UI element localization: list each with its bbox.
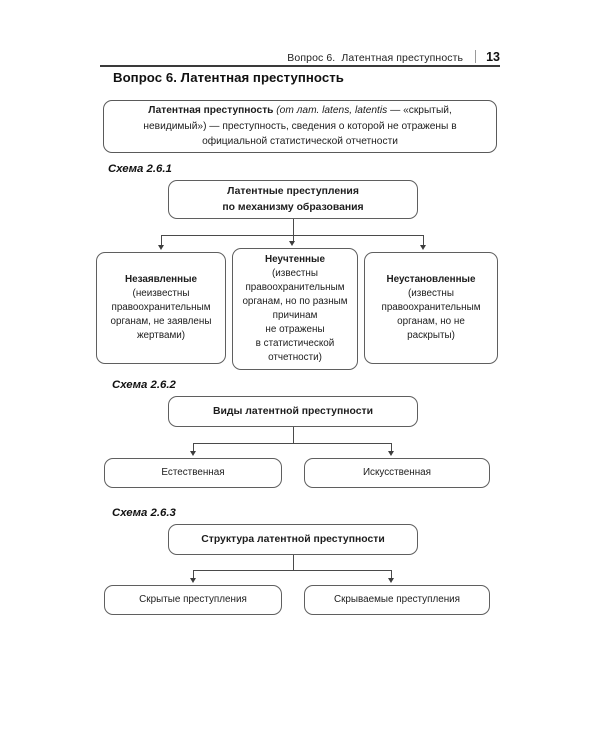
definition-term: Латентная преступность (148, 105, 274, 117)
node-263-root-label: Структура латентной преступности (201, 533, 385, 545)
node-261-neuchtennye-label: Неучтенные (известны правоохранительным о… (242, 253, 347, 366)
node-263-skrytye: Скрытые преступления (104, 585, 282, 615)
node-261-neustanovlennye-title: Неустановленные (386, 273, 476, 285)
scheme-caption-261: Схема 2.6.1 (108, 163, 172, 175)
scheme-caption-262: Схема 2.6.2 (112, 379, 176, 391)
arrow-261-left (157, 245, 164, 250)
running-header: Вопрос 6. Латентная преступность 13 (100, 42, 500, 64)
connector-263-bus (193, 570, 392, 572)
connector-263-drop-right (391, 570, 393, 579)
node-263-root: Структура латентной преступности (168, 524, 418, 555)
page-number: 13 (486, 50, 500, 64)
node-262-estestvennaya-label: Естественная (161, 466, 225, 478)
node-261-neustanovlennye: Неустановленные (известны правоохранитель… (364, 252, 498, 364)
arrow-261-mid (289, 241, 296, 246)
header-separator-rule (475, 50, 477, 63)
arrow-262-right (387, 451, 394, 456)
definition-etymology-suffix: — «скрытый, невидимый») — преступность, … (143, 105, 457, 148)
node-262-root-label: Виды латентной преступности (213, 405, 373, 417)
node-262-estestvennaya: Естественная (104, 458, 282, 488)
node-262-root: Виды латентной преступности (168, 396, 418, 427)
node-263-skryvaemye-label: Скрываемые преступления (333, 593, 461, 605)
connector-261-drop-right (423, 235, 425, 246)
node-262-iskusstvennaya-label: Искусственная (362, 466, 432, 478)
scheme-caption-263: Схема 2.6.3 (112, 507, 176, 519)
node-261-neustanovlennye-body: (известны правоохранительным органам, но… (381, 287, 481, 342)
connector-262-stem (292, 427, 294, 444)
definition-etymology-prefix: (от лат. (273, 105, 323, 117)
header-horizontal-rule (100, 65, 500, 67)
connector-261-drop-left (161, 235, 163, 246)
running-header-title: Вопрос 6. Латентная преступность (287, 52, 464, 64)
node-261-nezayavlennye-body: (неизвестны правоохранительным органам, … (110, 287, 212, 342)
node-261-nezayavlennye-label: Незаявленные (неизвестны правоохранительн… (111, 273, 212, 343)
connector-262-drop-left (193, 443, 195, 452)
node-261-neuchtennye-title: Неучтенные (265, 253, 325, 265)
connector-263-drop-left (193, 570, 195, 579)
node-263-skrytye-label: Скрытые преступления (139, 593, 247, 605)
node-261-neuchtennye: Неучтенные (известны правоохранительным о… (232, 248, 358, 370)
arrow-263-left (189, 578, 196, 583)
connector-261-drop-mid (292, 235, 294, 242)
node-263-skryvaemye: Скрываемые преступления (304, 585, 490, 615)
page-title: Вопрос 6. Латентная преступность (113, 70, 344, 85)
node-262-iskusstvennaya: Искусственная (304, 458, 490, 488)
node-261-root: Латентные преступления по механизму обра… (168, 180, 418, 219)
node-261-neustanovlennye-label: Неустановленные (известны правоохранитель… (381, 273, 480, 343)
node-261-root-label: Латентные преступления по механизму обра… (222, 186, 364, 213)
connector-261-stem (292, 219, 294, 236)
definition-callout: Латентная преступность (от лат. latens, … (103, 100, 497, 153)
node-261-nezayavlennye: Незаявленные (неизвестны правоохранительн… (96, 252, 226, 364)
arrow-261-right (419, 245, 426, 250)
arrow-263-right (387, 578, 394, 583)
connector-262-drop-right (391, 443, 393, 452)
node-261-neuchtennye-body: (известны правоохранительным органам, но… (242, 267, 348, 364)
arrow-262-left (189, 451, 196, 456)
connector-262-bus (193, 443, 392, 445)
definition-etymology-latin: latens, latentis (322, 105, 388, 117)
definition-text: Латентная преступность (от лат. latens, … (116, 103, 484, 150)
node-261-nezayavlennye-title: Незаявленные (124, 273, 198, 285)
connector-263-stem (292, 555, 294, 571)
